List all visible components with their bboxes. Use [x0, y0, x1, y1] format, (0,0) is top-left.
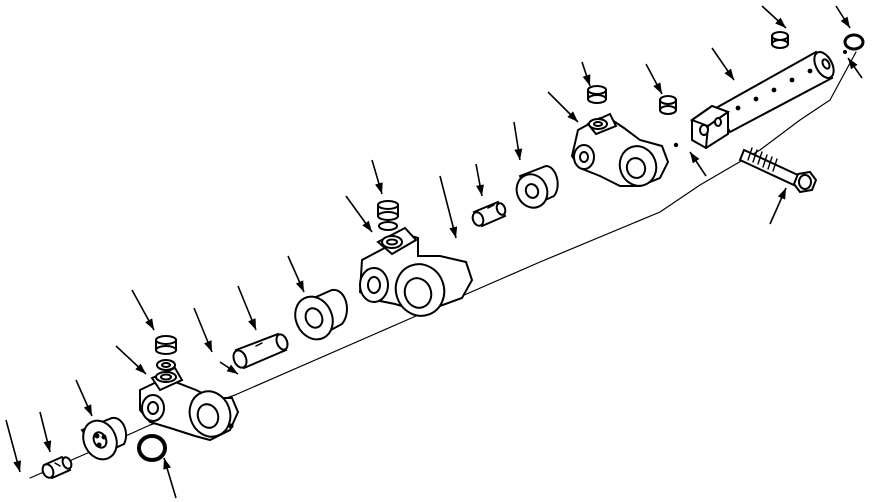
callout-arrowhead-21	[848, 58, 858, 70]
callout-arrowhead-11	[375, 182, 383, 194]
pin-small-left	[41, 455, 73, 480]
fitting-right	[587, 85, 607, 104]
bolt	[738, 147, 818, 194]
snap-ring-left	[137, 434, 167, 462]
callout-arrowhead-1	[13, 460, 22, 472]
callout-arrowhead-22	[690, 152, 700, 164]
callout-arrowhead-16	[582, 74, 591, 86]
pin-center-right	[471, 200, 507, 228]
callout-arrowhead-4	[145, 318, 154, 330]
callout-arrowhead-5	[135, 363, 146, 374]
callout-arrowhead-12	[449, 226, 458, 238]
callout-arrowhead-24	[163, 458, 171, 470]
callout-arrowhead-20	[840, 16, 850, 28]
callout-arrowhead-13	[476, 184, 484, 196]
callout-arrowhead-10	[362, 220, 372, 232]
callout-arrowhead-3	[83, 404, 92, 416]
plug-support	[659, 95, 677, 115]
callout-arrowhead-17	[653, 82, 662, 94]
fitting-left	[155, 335, 177, 355]
callout-arrowhead-14	[514, 148, 523, 160]
callout-arrowhead-18	[724, 68, 734, 80]
rocker-arm-right	[570, 112, 670, 187]
callout-arrowhead-9	[226, 364, 238, 374]
callout-arrows	[5, 5, 863, 499]
spacer-center-right	[515, 164, 559, 209]
rocker-arm-center	[358, 226, 474, 317]
spacer-left	[80, 416, 128, 461]
assembly-center-line	[29, 51, 857, 479]
spacer-center-left	[294, 288, 348, 341]
callout-arrowhead-23	[777, 188, 786, 200]
plug-shaft-end	[771, 31, 789, 49]
callout-arrowhead-2	[43, 440, 52, 452]
fitting-center	[377, 200, 399, 231]
nut-left	[156, 359, 176, 371]
callout-arrowhead-15	[567, 111, 578, 122]
callout-arrowhead-6	[204, 340, 212, 352]
callout-arrowhead-7	[248, 318, 256, 330]
shaft-support	[689, 104, 731, 150]
callout-arrowhead-8	[295, 280, 304, 292]
rocker-shaft	[714, 50, 835, 134]
pin-center-left	[232, 332, 289, 370]
rocker-arm-left	[139, 366, 240, 442]
snap-ring-right	[843, 33, 865, 51]
callout-arrowhead-19	[775, 17, 786, 28]
